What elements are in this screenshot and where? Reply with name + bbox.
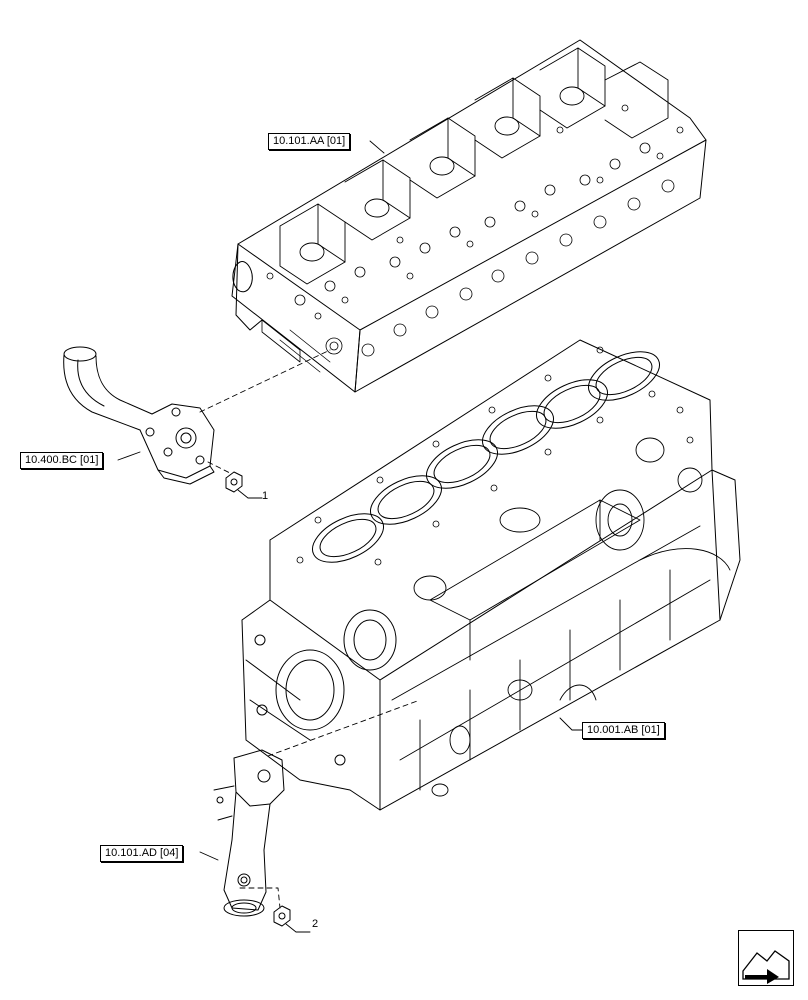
- ref-engine-block[interactable]: 10.001.AB [01]: [582, 722, 665, 739]
- nut-item-2: [273, 905, 291, 927]
- engine-block: [117, 140, 741, 811]
- thermostat-housing: [63, 346, 215, 485]
- nut-item-1: [225, 471, 243, 493]
- outlet-pipe: [213, 749, 285, 917]
- book-arrow-icon[interactable]: [738, 930, 794, 986]
- ref-thermostat-housing[interactable]: 10.400.BC [01]: [20, 452, 104, 469]
- callout-item-2: 2: [312, 918, 319, 930]
- leader-line-outlet-pipe: [199, 851, 219, 861]
- cylinder-head: [231, 39, 707, 393]
- assembly-dashed-lines: [199, 349, 421, 909]
- leader-line-item-2: [285, 923, 311, 933]
- ref-cylinder-head[interactable]: 10.101.AA [01]: [268, 133, 351, 150]
- leader-line-item-1: [237, 489, 263, 499]
- book-arrow-icon-graphic: [742, 950, 790, 984]
- ref-outlet-pipe[interactable]: 10.101.AD [04]: [100, 845, 184, 862]
- callout-item-1: 1: [262, 490, 269, 502]
